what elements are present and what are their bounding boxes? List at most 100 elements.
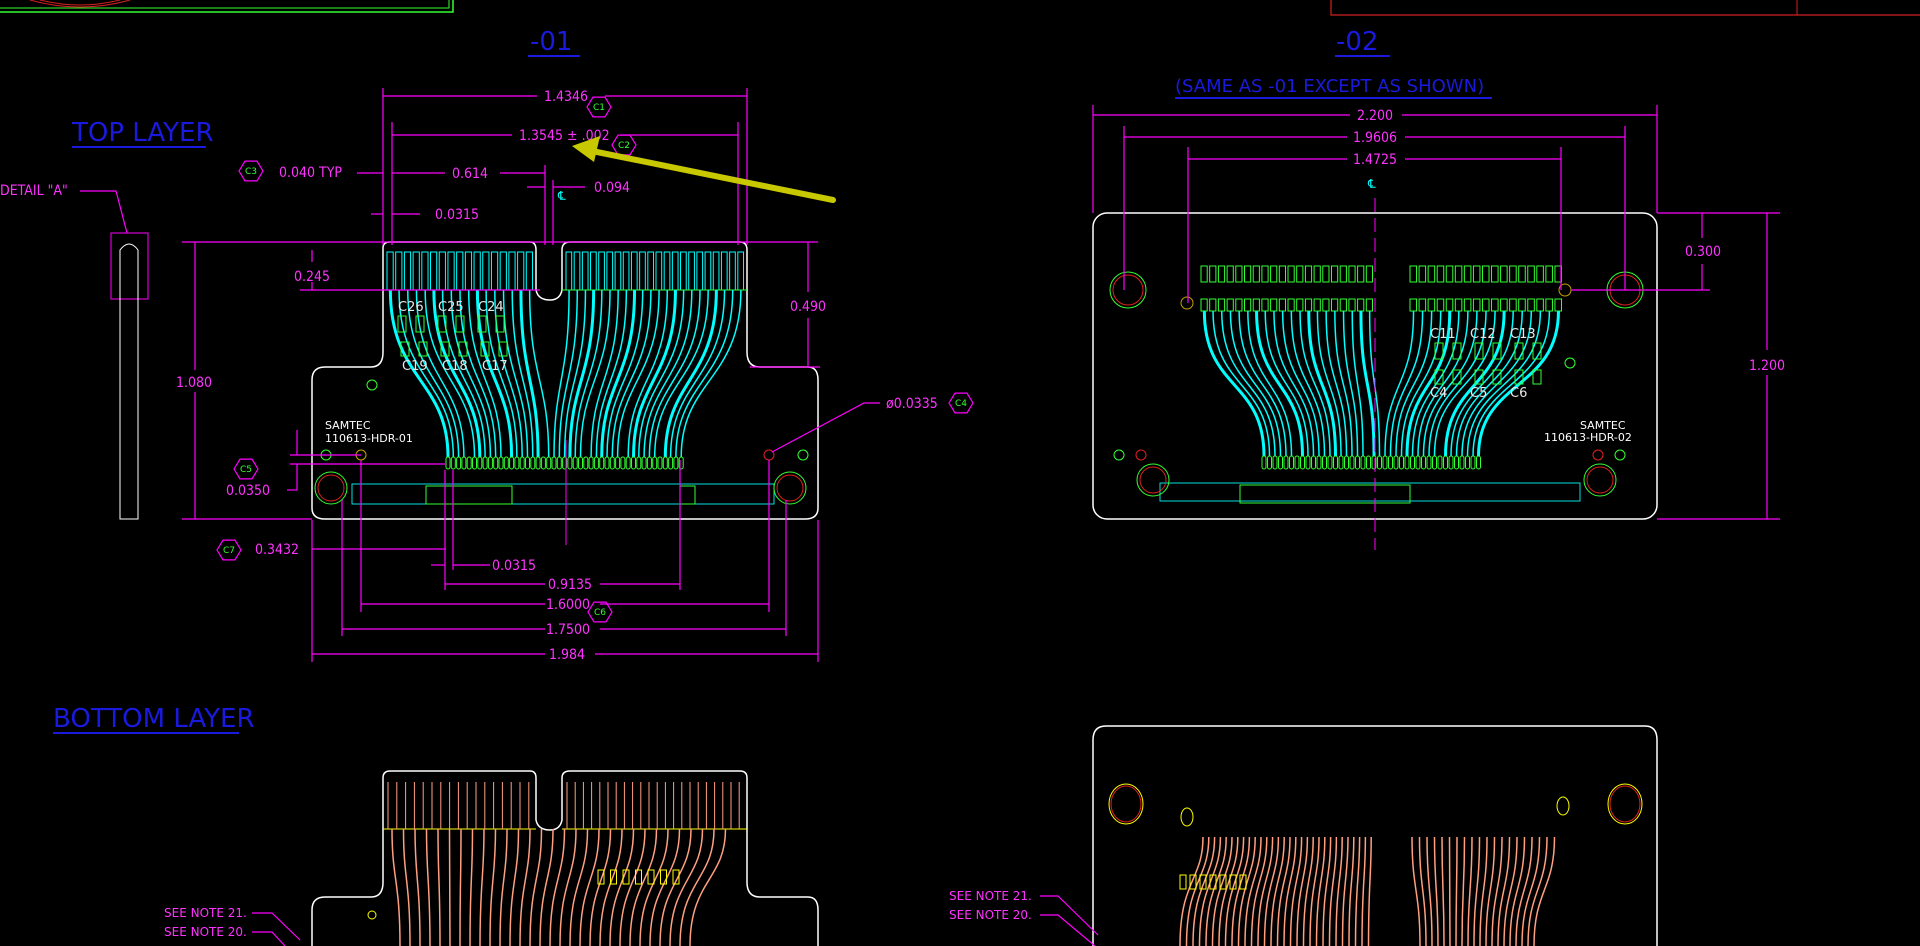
contact-finger: [1217, 265, 1226, 283]
capacitor-pad: [1492, 369, 1502, 385]
pad: [1421, 455, 1426, 470]
trace: [1270, 836, 1285, 946]
pad: [631, 456, 636, 470]
trace: [649, 828, 681, 946]
trace: [1527, 836, 1548, 946]
trace: [1192, 836, 1216, 946]
trace: [1384, 310, 1415, 457]
capacitor-pad: [1474, 342, 1484, 360]
trace: [459, 828, 462, 946]
trace: [469, 828, 474, 946]
trace: [1467, 836, 1473, 946]
trace: [1485, 836, 1496, 946]
trace: [1473, 836, 1481, 946]
dim-0-300: 0.300: [1685, 244, 1721, 260]
contact-finger: [1491, 298, 1499, 312]
trace: [1417, 310, 1469, 457]
pad: [1327, 455, 1333, 470]
contact-finger: [581, 251, 589, 291]
pad: [1404, 455, 1410, 470]
trace: [1250, 836, 1268, 946]
trace: [568, 289, 596, 458]
pad: [622, 869, 630, 885]
contact-finger: [1348, 265, 1356, 283]
pad: [1443, 455, 1448, 470]
trace: [1212, 310, 1271, 457]
dim-1-4346: 1.4346: [544, 89, 588, 105]
trace: [450, 289, 492, 458]
cap-label: C5: [1470, 386, 1487, 401]
capacitor-pad: [1434, 342, 1444, 360]
pad: [610, 869, 617, 885]
pad: [1432, 455, 1437, 470]
trace: [663, 289, 718, 458]
pad: [482, 456, 488, 470]
pad: [572, 456, 578, 470]
dim-0-0350: 0.0350: [226, 483, 270, 499]
pad: [556, 456, 562, 470]
trace: [1341, 836, 1349, 946]
trace: [485, 289, 518, 458]
pad: [668, 456, 674, 470]
contact-finger: [712, 251, 720, 291]
pad: [646, 456, 652, 470]
contact-finger: [1500, 265, 1508, 283]
contact-finger: [1409, 265, 1418, 283]
trace: [589, 828, 612, 946]
trace: [675, 289, 734, 458]
contact-finger: [598, 251, 605, 291]
callout-c3: C3: [238, 160, 264, 182]
trace: [1444, 310, 1506, 457]
contact-finger: [1409, 298, 1418, 312]
pad: [1267, 455, 1272, 470]
contact-finger: [1339, 265, 1347, 283]
capacitor-pad: [1492, 342, 1502, 360]
dim-0-040-typ: 0.040 TYP: [279, 165, 342, 181]
trace: [1433, 836, 1439, 946]
contact-finger: [1357, 298, 1365, 312]
trace: [627, 289, 669, 458]
pad: [498, 456, 504, 470]
trace: [1509, 836, 1526, 946]
contact-finger: [1509, 265, 1517, 283]
dim-1-4725: 1.4725: [1353, 152, 1397, 168]
callout-c5: C5: [233, 458, 259, 480]
capacitor-pad: [400, 341, 410, 357]
contact-finger: [482, 251, 490, 291]
pad: [1382, 455, 1388, 470]
contact-finger: [1296, 298, 1304, 312]
pad: [636, 456, 642, 470]
trace: [1515, 836, 1533, 946]
contact-finger: [412, 251, 420, 291]
trace: [475, 289, 514, 458]
contact-finger: [1304, 298, 1313, 312]
pad: [445, 456, 451, 470]
pad: [635, 869, 642, 885]
contact-finger: [1304, 265, 1313, 283]
dim-1-984: 1.984: [549, 647, 585, 663]
pad: [514, 456, 520, 470]
contact-finger: [1357, 265, 1365, 283]
trace: [1411, 310, 1460, 457]
callout-c4: C4: [948, 392, 974, 414]
contact-finger: [1436, 298, 1445, 312]
contact-finger: [1445, 265, 1454, 283]
board-02-mfr: SAMTEC: [1580, 419, 1626, 432]
contact-finger: [1296, 265, 1304, 283]
trace: [519, 828, 531, 946]
board-01-part-number: 110613-HDR-01: [325, 432, 413, 445]
pad: [1338, 455, 1344, 470]
dim-0-614: 0.614: [452, 166, 488, 182]
contact-finger: [1436, 265, 1445, 283]
trace: [1479, 836, 1488, 946]
contact-finger: [1200, 265, 1208, 283]
dim-0-3432: 0.3432: [255, 542, 299, 558]
contact-finger: [517, 251, 525, 291]
trace: [1354, 836, 1361, 946]
contact-finger: [680, 251, 687, 291]
trace: [563, 289, 587, 458]
annotation-arrow[interactable]: [572, 136, 836, 203]
contact-finger: [525, 251, 534, 291]
